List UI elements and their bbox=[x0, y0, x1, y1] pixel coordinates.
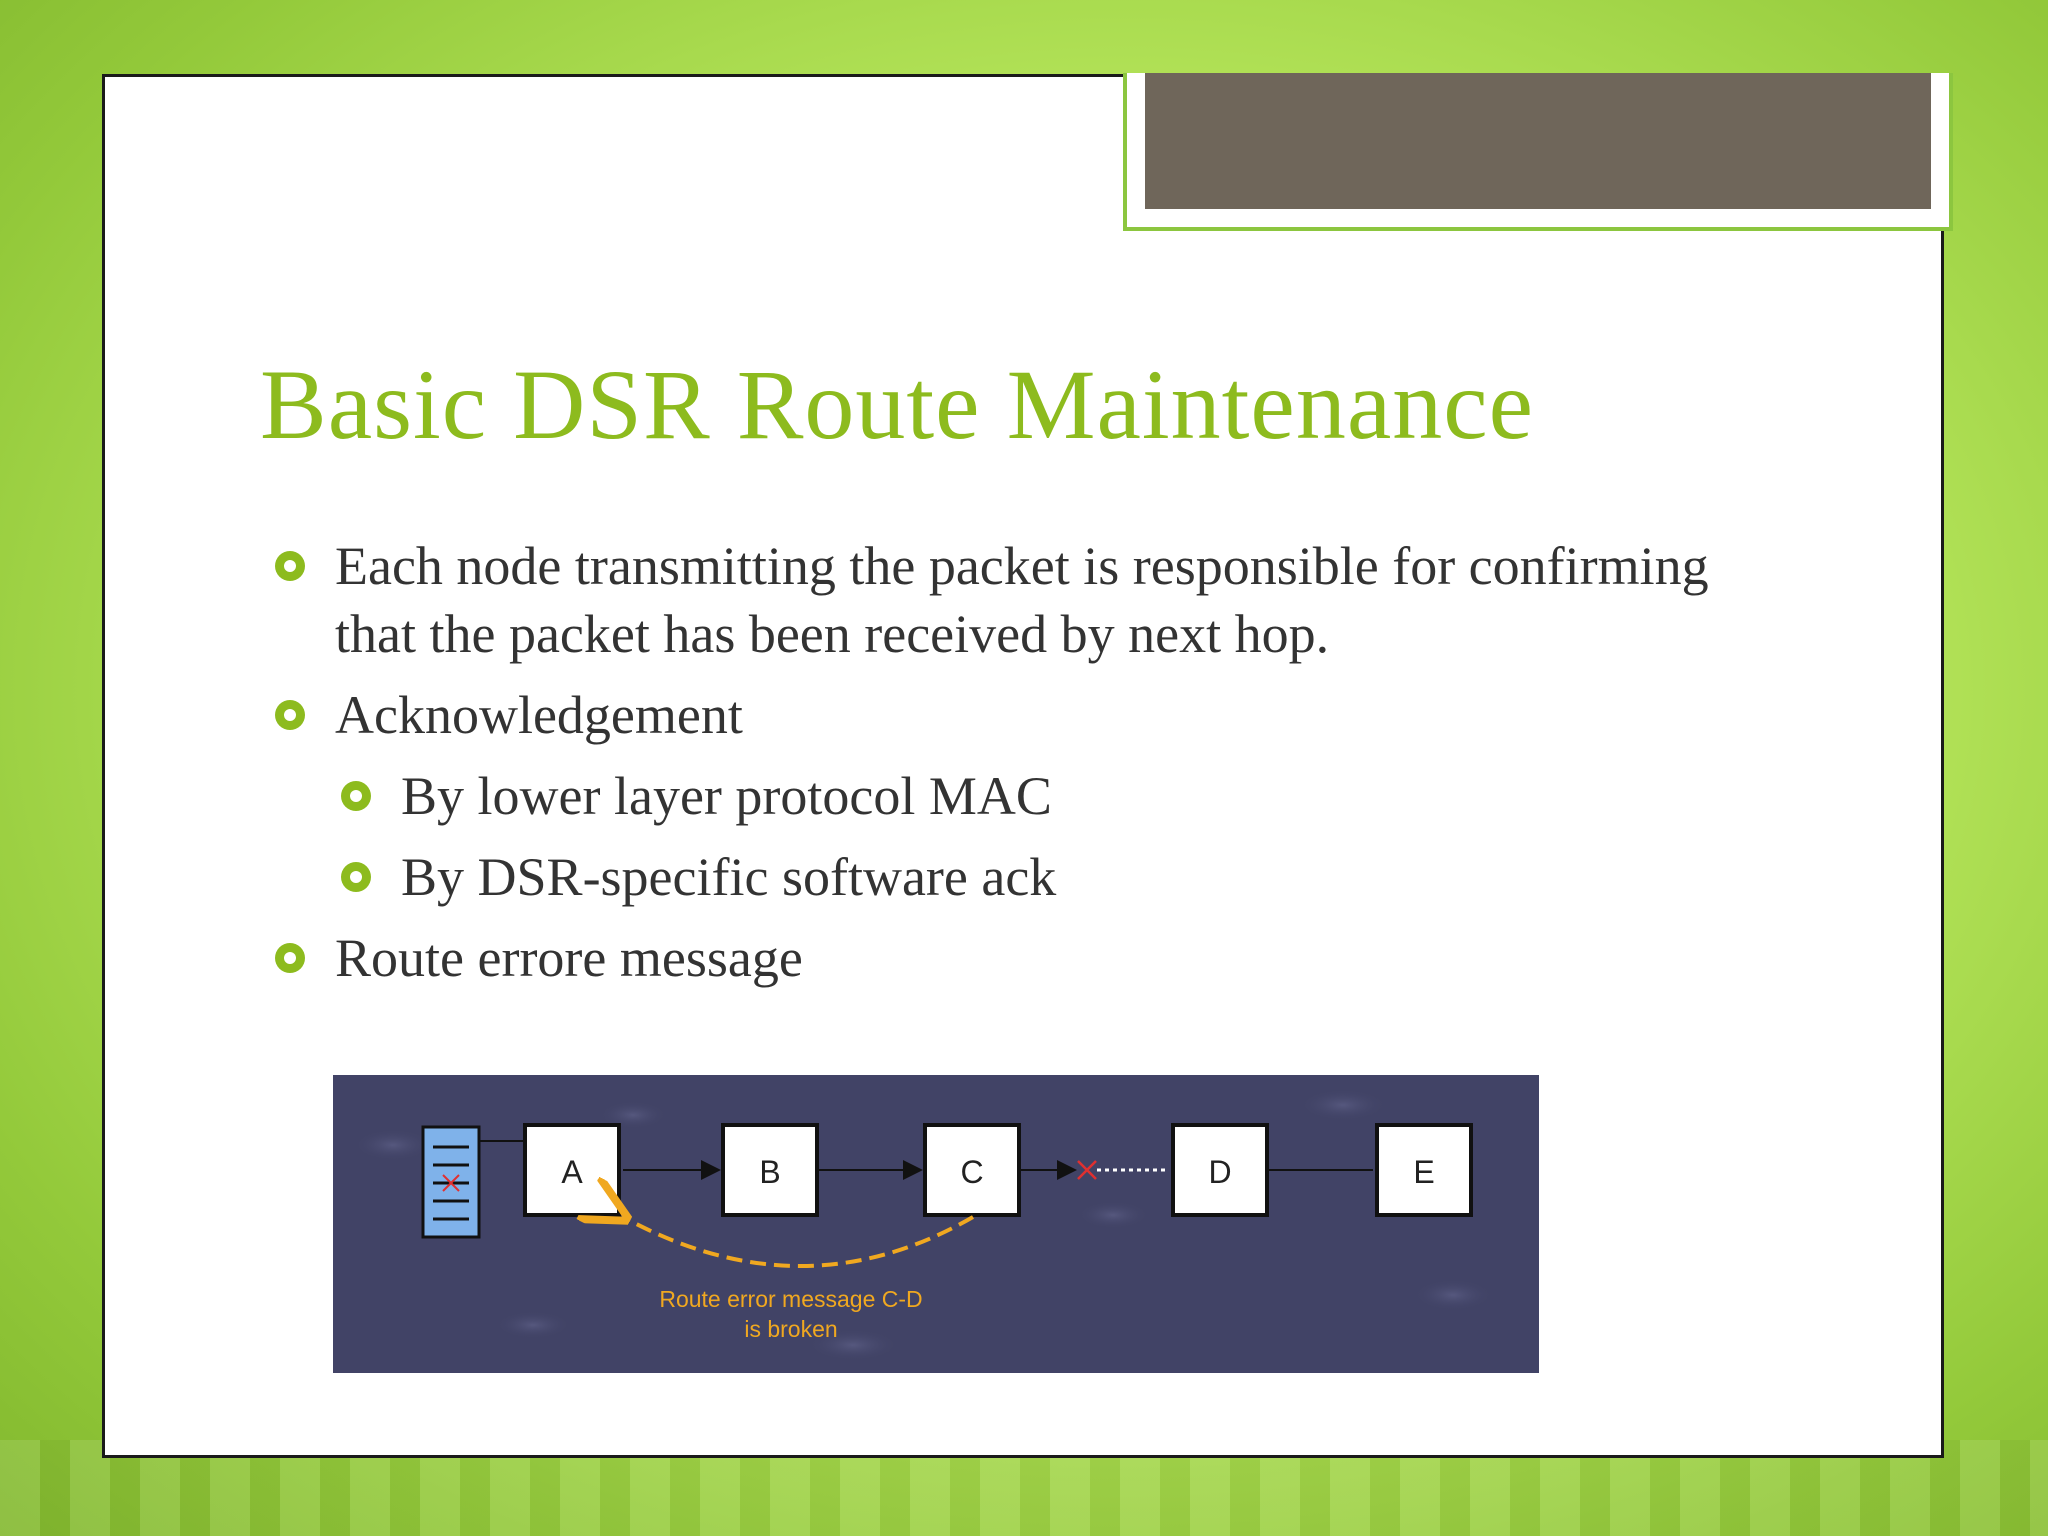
route-cache-icon bbox=[421, 1125, 481, 1239]
node-d-label: D bbox=[1208, 1154, 1231, 1190]
bullet-item: Route errore message bbox=[275, 924, 1775, 992]
title-tab-fill bbox=[1145, 73, 1931, 209]
sub-bullet-item: By DSR-specific software ack bbox=[341, 843, 1775, 911]
broken-link-icon bbox=[1077, 1160, 1097, 1180]
slide: Basic DSR Route Maintenance Each node tr… bbox=[102, 73, 1953, 1458]
node-a: A bbox=[523, 1123, 621, 1217]
bullet-icon bbox=[341, 781, 371, 811]
bullet-text: Acknowledgement bbox=[335, 685, 743, 745]
bullet-item: Each node transmitting the packet is res… bbox=[275, 532, 1775, 668]
bullet-item: Acknowledgement bbox=[275, 681, 1775, 749]
bullet-text: Route errore message bbox=[335, 928, 803, 988]
node-d: D bbox=[1171, 1123, 1269, 1217]
dsr-route-error-diagram: A B C D E Route error message C-D is bro… bbox=[333, 1075, 1539, 1373]
bullet-icon bbox=[275, 551, 305, 581]
title-tab-decoration bbox=[1123, 73, 1953, 231]
route-error-label-2: is broken bbox=[744, 1316, 837, 1342]
bullet-icon bbox=[341, 862, 371, 892]
node-e-label: E bbox=[1413, 1154, 1434, 1190]
node-a-label: A bbox=[561, 1154, 583, 1190]
bullet-text: Each node transmitting the packet is res… bbox=[335, 536, 1709, 664]
bullet-icon bbox=[275, 700, 305, 730]
node-b-label: B bbox=[759, 1154, 780, 1190]
bullet-icon bbox=[275, 943, 305, 973]
diagram-svg: A B C D E Route error message C-D is bro… bbox=[333, 1075, 1539, 1373]
bullet-list: Each node transmitting the packet is res… bbox=[275, 532, 1775, 1005]
bullet-text: By lower layer protocol MAC bbox=[401, 766, 1052, 826]
bullet-text: By DSR-specific software ack bbox=[401, 847, 1057, 907]
node-c: C bbox=[923, 1123, 1021, 1217]
node-c-label: C bbox=[960, 1154, 983, 1190]
node-b: B bbox=[721, 1123, 819, 1217]
sub-bullet-item: By lower layer protocol MAC bbox=[341, 762, 1775, 830]
route-error-arrow bbox=[623, 1217, 974, 1268]
route-error-label: Route error message C-D bbox=[659, 1286, 922, 1312]
slide-title: Basic DSR Route Maintenance bbox=[260, 349, 1534, 460]
node-e: E bbox=[1375, 1123, 1473, 1217]
